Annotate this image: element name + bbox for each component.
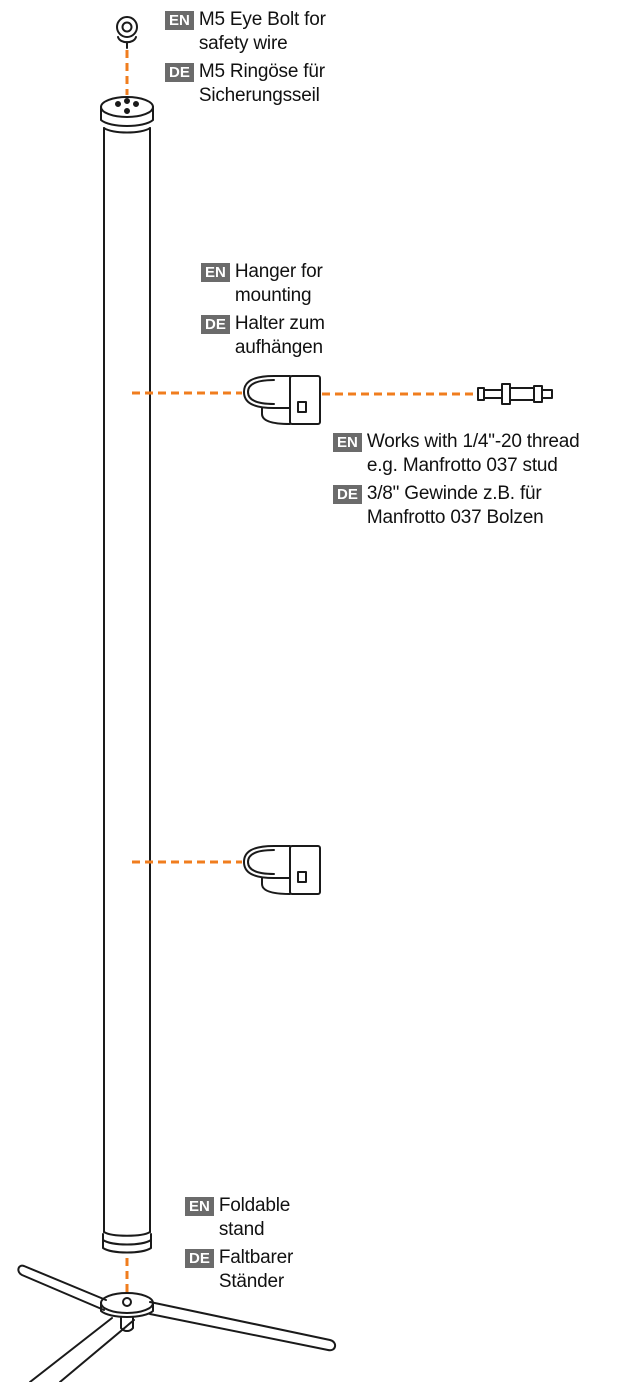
lang-badge-de: DE — [165, 63, 194, 82]
hanger-label-de: Halter zum aufhängen — [234, 313, 325, 358]
stand-label-de: Faltbarer Ständer — [218, 1247, 294, 1292]
hanger-clamp-icon — [243, 375, 321, 425]
lang-badge-en: EN — [165, 11, 194, 30]
thread-label-en: Works with 1/4"-20 thread e.g. Manfrotto… — [366, 431, 580, 476]
lang-badge-de: DE — [333, 485, 362, 504]
lang-badge-de: DE — [185, 1249, 214, 1268]
eye-bolt-label-en: M5 Eye Bolt for safety wire — [198, 9, 326, 54]
eye-bolt-icon — [116, 16, 138, 49]
stud-icon — [477, 383, 553, 405]
hanger-clamp-icon — [243, 845, 321, 895]
stand-label-en: Foldable stand — [218, 1195, 291, 1240]
lang-badge-en: EN — [333, 433, 362, 452]
lang-badge-en: EN — [185, 1197, 214, 1216]
lang-badge-en: EN — [201, 263, 230, 282]
lang-badge-de: DE — [201, 315, 230, 334]
hanger-label-en: Hanger for mounting — [234, 261, 323, 306]
thread-label-de: 3/8" Gewinde z.B. für Manfrotto 037 Bolz… — [366, 483, 544, 528]
eye-bolt-label-de: M5 Ringöse für Sicherungsseil — [198, 61, 325, 106]
tube-icon — [100, 96, 154, 1254]
stand-icon — [17, 1264, 336, 1382]
